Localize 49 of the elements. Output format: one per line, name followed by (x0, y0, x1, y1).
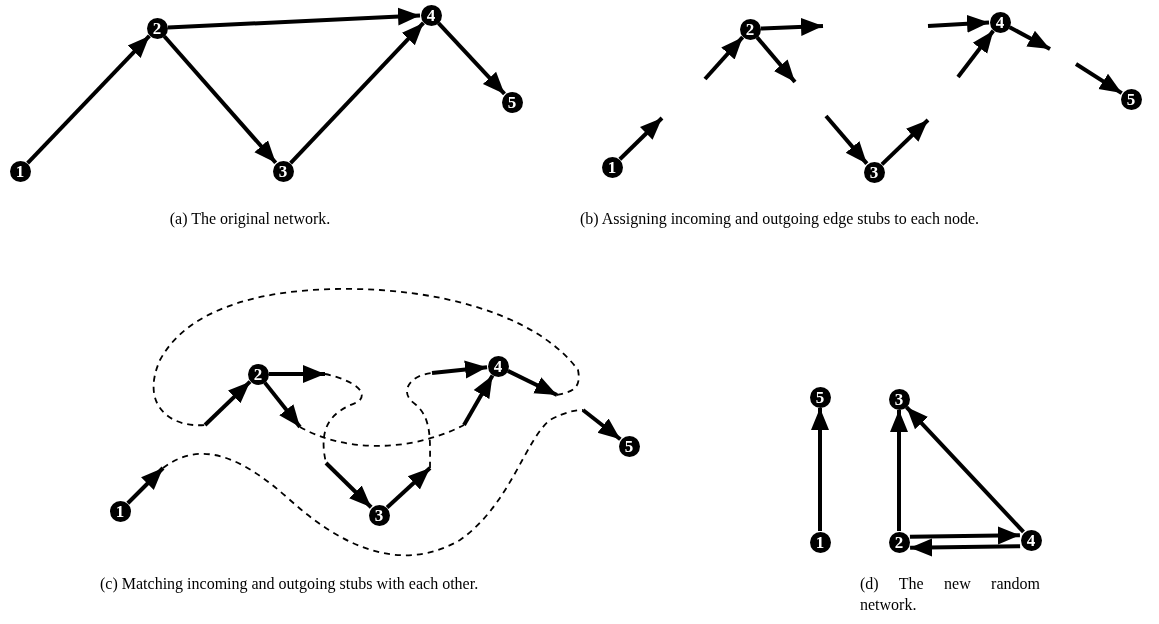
numbered-node-circle: 4 (420, 4, 442, 26)
arrow (905, 405, 1025, 534)
numbered-node-circle: 3 (368, 504, 390, 526)
arrow (1008, 25, 1051, 51)
matched-stub-connector (126, 408, 622, 557)
numbered-node-circle: 5 (1120, 88, 1142, 110)
arrow (927, 14, 990, 33)
arrow (618, 116, 664, 161)
numbered-node-circle: 4 (989, 11, 1011, 33)
matched-stub-connector (385, 360, 488, 509)
arrow (162, 34, 278, 165)
matched-stub-connector (269, 365, 373, 509)
arrow (703, 35, 745, 81)
arrow (760, 17, 824, 36)
numbered-node-circle: 3 (272, 160, 294, 182)
caption: (c) Matching incoming and outgoing stubs with each other. (100, 574, 480, 594)
arrow (1074, 62, 1123, 95)
numbered-node-circle: 4 (487, 355, 509, 377)
arrow (755, 36, 797, 84)
numbered-node-circle: 2 (739, 18, 761, 40)
arrow (910, 538, 1021, 557)
numbered-node-circle: 5 (501, 91, 523, 113)
numbered-node-circle: 1 (109, 500, 131, 522)
arrow (289, 21, 425, 165)
arrow (167, 7, 421, 30)
arrow (890, 410, 908, 531)
arrow (811, 408, 829, 531)
numbered-node-circle: 1 (601, 156, 623, 178)
matched-stub-connector (263, 374, 495, 447)
numbered-node-circle: 2 (146, 17, 168, 39)
numbered-node-circle: 5 (809, 386, 831, 408)
arrow (824, 114, 869, 165)
arrow (956, 29, 995, 79)
arrow (437, 21, 506, 96)
arrow (26, 34, 151, 165)
numbered-node-circle: 2 (247, 363, 269, 385)
matched-stub-connector (152, 288, 580, 427)
numbered-node-circle: 5 (618, 435, 640, 457)
numbered-node-circle: 3 (888, 388, 910, 410)
caption: (a) The original network. (168, 209, 332, 229)
caption: (d) The new random network. (860, 574, 1040, 615)
numbered-node-circle: 1 (9, 160, 31, 182)
numbered-node-circle: 4 (1020, 529, 1042, 551)
caption: (b) Assigning incoming and outgoing edge stubs to each node. (580, 209, 981, 229)
numbered-node-circle: 1 (809, 531, 831, 553)
arrow (909, 526, 1020, 545)
numbered-node-circle: 3 (863, 161, 885, 183)
arrow (880, 118, 930, 166)
numbered-node-circle: 2 (888, 531, 910, 553)
